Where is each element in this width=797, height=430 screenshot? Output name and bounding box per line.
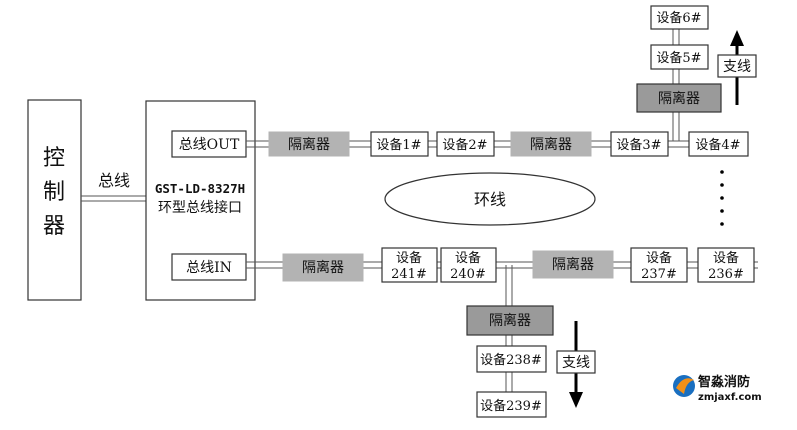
- isolator-label: 隔离器: [552, 256, 594, 273]
- bottom-branch: 隔离器 设备238# 设备239#: [466, 265, 554, 418]
- device-label-line2: 241#: [391, 267, 427, 282]
- device-label-line1: 设备: [455, 250, 481, 266]
- controller-char-3: 器: [43, 214, 65, 239]
- branch-label: 支线: [562, 355, 590, 371]
- isolator-label: 隔离器: [489, 312, 531, 329]
- interface-model: GST-LD-8327H: [155, 181, 245, 196]
- bottom-branch-arrow: 支线: [556, 321, 596, 408]
- device-label: 设备4#: [695, 137, 740, 153]
- controller-char-1: 控: [43, 146, 65, 171]
- device-241: 设备 241#: [381, 247, 438, 283]
- watermark-name: 智淼消防: [698, 374, 750, 390]
- isolator-label: 隔离器: [288, 136, 330, 153]
- top-isolator-1: 隔离器: [268, 131, 350, 157]
- bottom-isolator-2: 隔离器: [532, 250, 614, 279]
- bus-out-port: 总线OUT: [179, 137, 240, 153]
- ring-bus-interface: 总线OUT GST-LD-8327H 环型总线接口 总线IN: [145, 100, 256, 301]
- device-4: 设备4#: [688, 131, 749, 157]
- ring-label: 环线: [474, 190, 506, 209]
- top-branch: 设备6# 设备5# 隔离器: [636, 5, 722, 141]
- device-label: 设备2#: [442, 137, 487, 153]
- top-isolator-2: 隔离器: [510, 131, 592, 157]
- device-237: 设备 237#: [630, 247, 688, 283]
- ring-indicator: 环线: [384, 172, 596, 226]
- bus-label: 总线: [98, 171, 130, 190]
- device-label: 设备6#: [656, 10, 701, 26]
- controller: 控 制 器: [27, 99, 82, 301]
- device-label-line1: 设备: [713, 250, 739, 266]
- isolator-label: 隔离器: [302, 259, 344, 276]
- top-branch-arrow: 支线: [717, 30, 757, 105]
- device-label: 设备239#: [480, 398, 542, 414]
- device-label: 设备5#: [656, 50, 701, 66]
- device-label-line1: 设备: [646, 250, 672, 266]
- watermark-logo: 智淼消防 zmjaxf.com: [673, 374, 762, 403]
- isolator-label: 隔离器: [530, 136, 572, 153]
- device-236: 设备 236#: [697, 247, 755, 283]
- device-3: 设备3#: [610, 131, 669, 157]
- device-label: 设备238#: [480, 352, 542, 368]
- device-label-line2: 240#: [450, 267, 486, 282]
- bottom-isolator-1: 隔离器: [282, 253, 364, 282]
- device-240: 设备 240#: [440, 247, 497, 283]
- device-label-line2: 237#: [641, 267, 677, 282]
- device-1: 设备1#: [370, 131, 429, 157]
- isolator-label: 隔离器: [658, 90, 700, 107]
- watermark-url: zmjaxf.com: [698, 392, 762, 403]
- interface-name: 环型总线接口: [158, 199, 242, 216]
- bus-connection: 总线: [81, 171, 146, 202]
- continuation-dots: [720, 170, 724, 226]
- bus-in-port: 总线IN: [186, 260, 232, 276]
- device-label-line2: 236#: [708, 267, 744, 282]
- device-2: 设备2#: [436, 131, 495, 157]
- controller-char-2: 制: [43, 180, 65, 205]
- device-label-line1: 设备: [396, 250, 422, 266]
- device-label: 设备1#: [376, 137, 421, 153]
- branch-label: 支线: [723, 59, 751, 75]
- device-label: 设备3#: [616, 137, 661, 153]
